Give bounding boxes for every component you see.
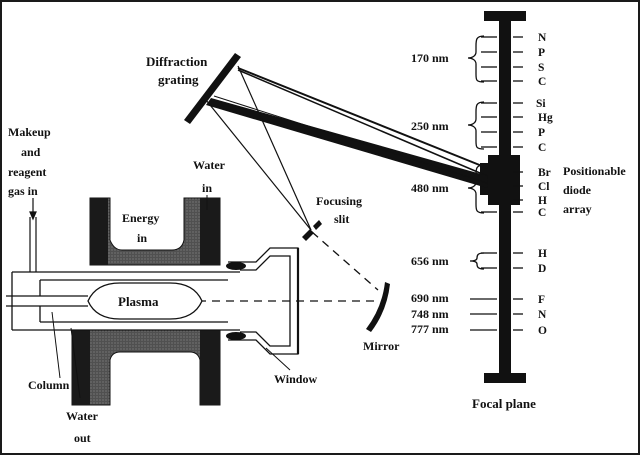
element-Br-480: Br	[538, 167, 551, 179]
element-N-170: N	[538, 32, 547, 44]
label-diode: diode	[563, 183, 592, 197]
label-focal-plane: Focal plane	[472, 396, 536, 411]
focusing-slit	[302, 220, 322, 241]
label-water-in-1: Water	[193, 158, 226, 172]
element-F-690: F	[538, 294, 545, 306]
focal-plane-ticks	[470, 36, 523, 331]
element-Si-250: Si	[536, 98, 546, 110]
mirror	[366, 282, 390, 332]
element-P-170: P	[538, 47, 545, 59]
plasma-tube	[6, 271, 240, 331]
wavelength-braces	[467, 35, 485, 270]
label-focusing: Focusing	[316, 194, 362, 208]
label-energy: Energy	[122, 211, 159, 225]
label-water-out-1: Water	[66, 409, 99, 423]
element-labels: N P S C Si Hg P C Br Cl H C H D F N O	[536, 32, 553, 337]
light-paths	[184, 65, 488, 302]
element-O-777: O	[538, 325, 547, 337]
label-slit: slit	[334, 212, 349, 226]
label-plasma: Plasma	[118, 294, 159, 309]
wavelength-label-656: 656 nm	[411, 254, 449, 268]
element-H-480: H	[538, 195, 547, 207]
element-S-170: S	[538, 62, 544, 74]
element-Cl-480: Cl	[538, 181, 550, 193]
element-C-170: C	[538, 76, 546, 88]
wavelength-labels: 170 nm 250 nm 480 nm 656 nm 690 nm 748 n…	[411, 51, 449, 336]
label-reagent: reagent	[8, 165, 46, 179]
label-and: and	[21, 145, 41, 159]
element-C-250: C	[538, 142, 546, 154]
apparatus-labels: Diffraction grating Makeup and reagent g…	[8, 54, 626, 445]
element-C-480: C	[538, 207, 546, 219]
window-seal-rings	[226, 262, 246, 340]
wavelength-label-748: 748 nm	[411, 307, 449, 321]
wavelength-label-480: 480 nm	[411, 181, 449, 195]
diffraction-grating	[184, 53, 241, 124]
wavelength-label-777: 777 nm	[411, 322, 449, 336]
label-grating: grating	[158, 72, 199, 87]
window-assembly	[228, 247, 300, 355]
element-Hg-250: Hg	[538, 112, 553, 124]
element-P-250: P	[538, 127, 545, 139]
label-water-in-2: in	[202, 181, 212, 195]
element-D-656: D	[538, 263, 546, 275]
element-H-656: H	[538, 248, 547, 260]
element-N-748: N	[538, 309, 547, 321]
upper-cavity-block	[89, 197, 221, 266]
wavelength-label-250: 250 nm	[411, 119, 449, 133]
label-diffraction: Diffraction	[146, 54, 208, 69]
label-gas-in: gas in	[8, 184, 38, 198]
label-leaders	[51, 195, 291, 399]
wavelength-label-170: 170 nm	[411, 51, 449, 65]
label-energy-in: in	[137, 231, 147, 245]
label-array: array	[563, 202, 592, 216]
label-water-out-2: out	[74, 431, 91, 445]
label-mirror: Mirror	[363, 339, 400, 353]
label-makeup: Makeup	[8, 125, 51, 139]
wavelength-label-690: 690 nm	[411, 291, 449, 305]
makeup-gas-inlet	[29, 198, 37, 272]
plasma-region	[87, 282, 203, 320]
label-positionable: Positionable	[563, 164, 626, 178]
lower-cavity-block	[71, 329, 221, 406]
label-window: Window	[274, 372, 317, 386]
label-column: Column	[28, 378, 70, 392]
